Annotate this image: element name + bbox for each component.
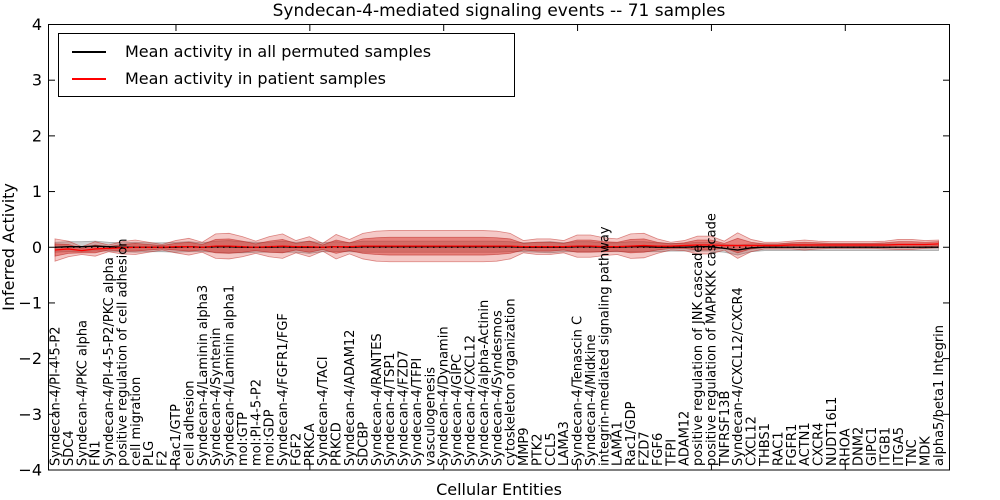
x-tick-label: Syndecan-4/Midkine: [584, 334, 599, 466]
patient-line-swatch: [72, 77, 106, 80]
legend-label-permuted: Mean activity in all permuted samples: [125, 42, 432, 61]
x-tick-label: Syndecan-4/Dynamin: [437, 326, 452, 466]
x-tick-label: THBS1: [758, 423, 773, 467]
x-tick-label: Syndecan-4/ADAM12: [343, 330, 358, 466]
x-tick-label: Syndecan-4/Syntenin: [209, 328, 224, 467]
x-tick-label: TFPI: [664, 439, 679, 467]
x-tick-label: Rac1/GTP: [169, 404, 184, 466]
x-tick-label: Syndecan-4/RANTES: [370, 333, 385, 466]
x-tick-label: MDK: [919, 436, 934, 466]
x-tick-label: Syndecan-4/TFPI: [410, 358, 425, 466]
x-tick-label: TNFRSF13B: [718, 391, 733, 467]
y-axis-title: Inferred Activity: [0, 183, 18, 311]
x-tick-label: Syndecan-4/PI-4-5-P2: [49, 326, 64, 466]
x-tick-label: CCL5: [544, 432, 559, 466]
x-tick-label: Syndecan-4/CXCL12: [463, 335, 478, 466]
x-tick-label: integrin-mediated signaling pathway: [597, 226, 612, 466]
x-tick-label: Syndecan-4/Laminin alpha3: [196, 285, 211, 466]
x-tick-label: FGFR1: [785, 424, 800, 466]
x-tick-label: F2: [156, 450, 171, 466]
y-tick-label: −2: [18, 349, 42, 368]
patient-mean-line: [54, 243, 939, 252]
x-tick-label: Syndecan-4/TACI: [316, 356, 331, 466]
x-tick-label: TNC: [905, 439, 920, 467]
x-tick-label: GIPC1: [865, 427, 880, 466]
y-tick-label: 0: [32, 238, 42, 257]
x-tick-label: FGF6: [651, 433, 666, 466]
x-tick-label: Syndecan-4/Syndesmos: [490, 310, 505, 466]
y-tick-label: −3: [18, 405, 42, 424]
x-tick-label: MMP9: [517, 427, 532, 466]
legend-label-patient: Mean activity in patient samples: [125, 69, 386, 88]
legend-item-permuted: Mean activity in all permuted samples: [72, 42, 514, 61]
x-tick-label: vasculogenesis: [423, 367, 438, 466]
x-tick-label: ACTN1: [798, 422, 813, 466]
x-tick-label: LAMA3: [557, 421, 572, 466]
x-tick-label: Syndecan-4/TSP1: [383, 353, 398, 466]
x-tick-label: Syndecan-4/Laminin alpha1: [223, 285, 238, 466]
x-tick-label: mol:GTP: [236, 412, 251, 466]
x-tick-label: alpha5/beta1 Integrin: [932, 325, 947, 466]
x-tick-label: ADAM12: [678, 411, 693, 466]
y-tick-label: 4: [32, 15, 42, 34]
y-tick-label: 1: [32, 182, 42, 201]
x-tick-label: LAMA1: [611, 421, 626, 466]
x-tick-label: PTK2: [530, 433, 545, 466]
x-tick-label: NUDT16L1: [825, 397, 840, 466]
x-tick-label: SDCBP: [356, 422, 371, 466]
x-tick-label: cell adhesion: [182, 380, 197, 466]
x-tick-label: Rac1/GDP: [624, 401, 639, 466]
axis-ticks: [48, 24, 950, 471]
x-tick-label: positive regulation of JNK cascade: [691, 245, 706, 466]
x-tick-label: RAC1: [771, 431, 786, 466]
x-tick-label: Syndecan-4/CXCL12/CXCR4: [731, 287, 746, 466]
x-tick-label: CXCR4: [812, 423, 827, 466]
x-tick-label: PLG: [142, 441, 157, 466]
y-tick-label: −1: [18, 293, 42, 312]
x-tick-label: cell migration: [129, 377, 144, 466]
x-tick-label: PRKCA: [303, 423, 318, 466]
permuted-band: [54, 240, 939, 256]
x-tick-label: Syndecan-4/FZD7: [397, 350, 412, 466]
x-tick-label: Syndecan-4/PKC alpha: [75, 320, 90, 466]
x-tick-label: cytoskeleton organization: [504, 298, 519, 466]
x-tick-label: Syndecan-4/FGFR1/FGF: [276, 313, 291, 466]
x-tick-label: positive regulation of MAPKKK cascade: [704, 213, 719, 466]
x-tick-label: mol:GDP: [263, 409, 278, 466]
x-tick-label: FZD7: [638, 431, 653, 466]
y-tick-label: 3: [32, 71, 42, 90]
x-tick-label: positive regulation of cell adhesion: [115, 239, 130, 466]
x-tick-label: FGF2: [289, 433, 304, 466]
x-tick-label: RHOA: [838, 428, 853, 466]
y-tick-label: 2: [32, 126, 42, 145]
x-tick-label: Syndecan-4/alpha-Actinin: [477, 300, 492, 466]
axis-tick-labels: 43210−1−2−3−4Syndecan-4/PI-4-5-P2SDC4Syn…: [18, 15, 947, 480]
x-tick-label: SDC4: [62, 430, 77, 466]
x-tick-label: DNM2: [852, 427, 867, 466]
x-tick-label: CXCL12: [745, 416, 760, 466]
x-tick-label: FN1: [89, 441, 104, 466]
x-tick-label: Syndecan-4/GIPC: [450, 354, 465, 466]
x-tick-label: PRKCD: [330, 422, 345, 466]
x-tick-label: mol:PI-4-5-P2: [249, 379, 264, 466]
chart-title: Syndecan-4-mediated signaling events -- …: [272, 1, 726, 21]
legend-item-patient: Mean activity in patient samples: [72, 69, 514, 88]
legend: Mean activity in all permuted samples Me…: [58, 33, 515, 97]
x-axis-title: Cellular Entities: [436, 480, 562, 499]
x-tick-label: ITGA5: [892, 427, 907, 466]
plot-content: [54, 230, 939, 263]
x-tick-label: ITGB1: [878, 427, 893, 466]
x-tick-label: Syndecan-4/Tenascin C: [571, 316, 586, 466]
y-tick-label: −4: [18, 461, 42, 480]
x-tick-label: Syndecan-4/PI-4-5-P2/PKC alpha: [102, 257, 117, 466]
permuted-line-swatch: [72, 50, 106, 53]
